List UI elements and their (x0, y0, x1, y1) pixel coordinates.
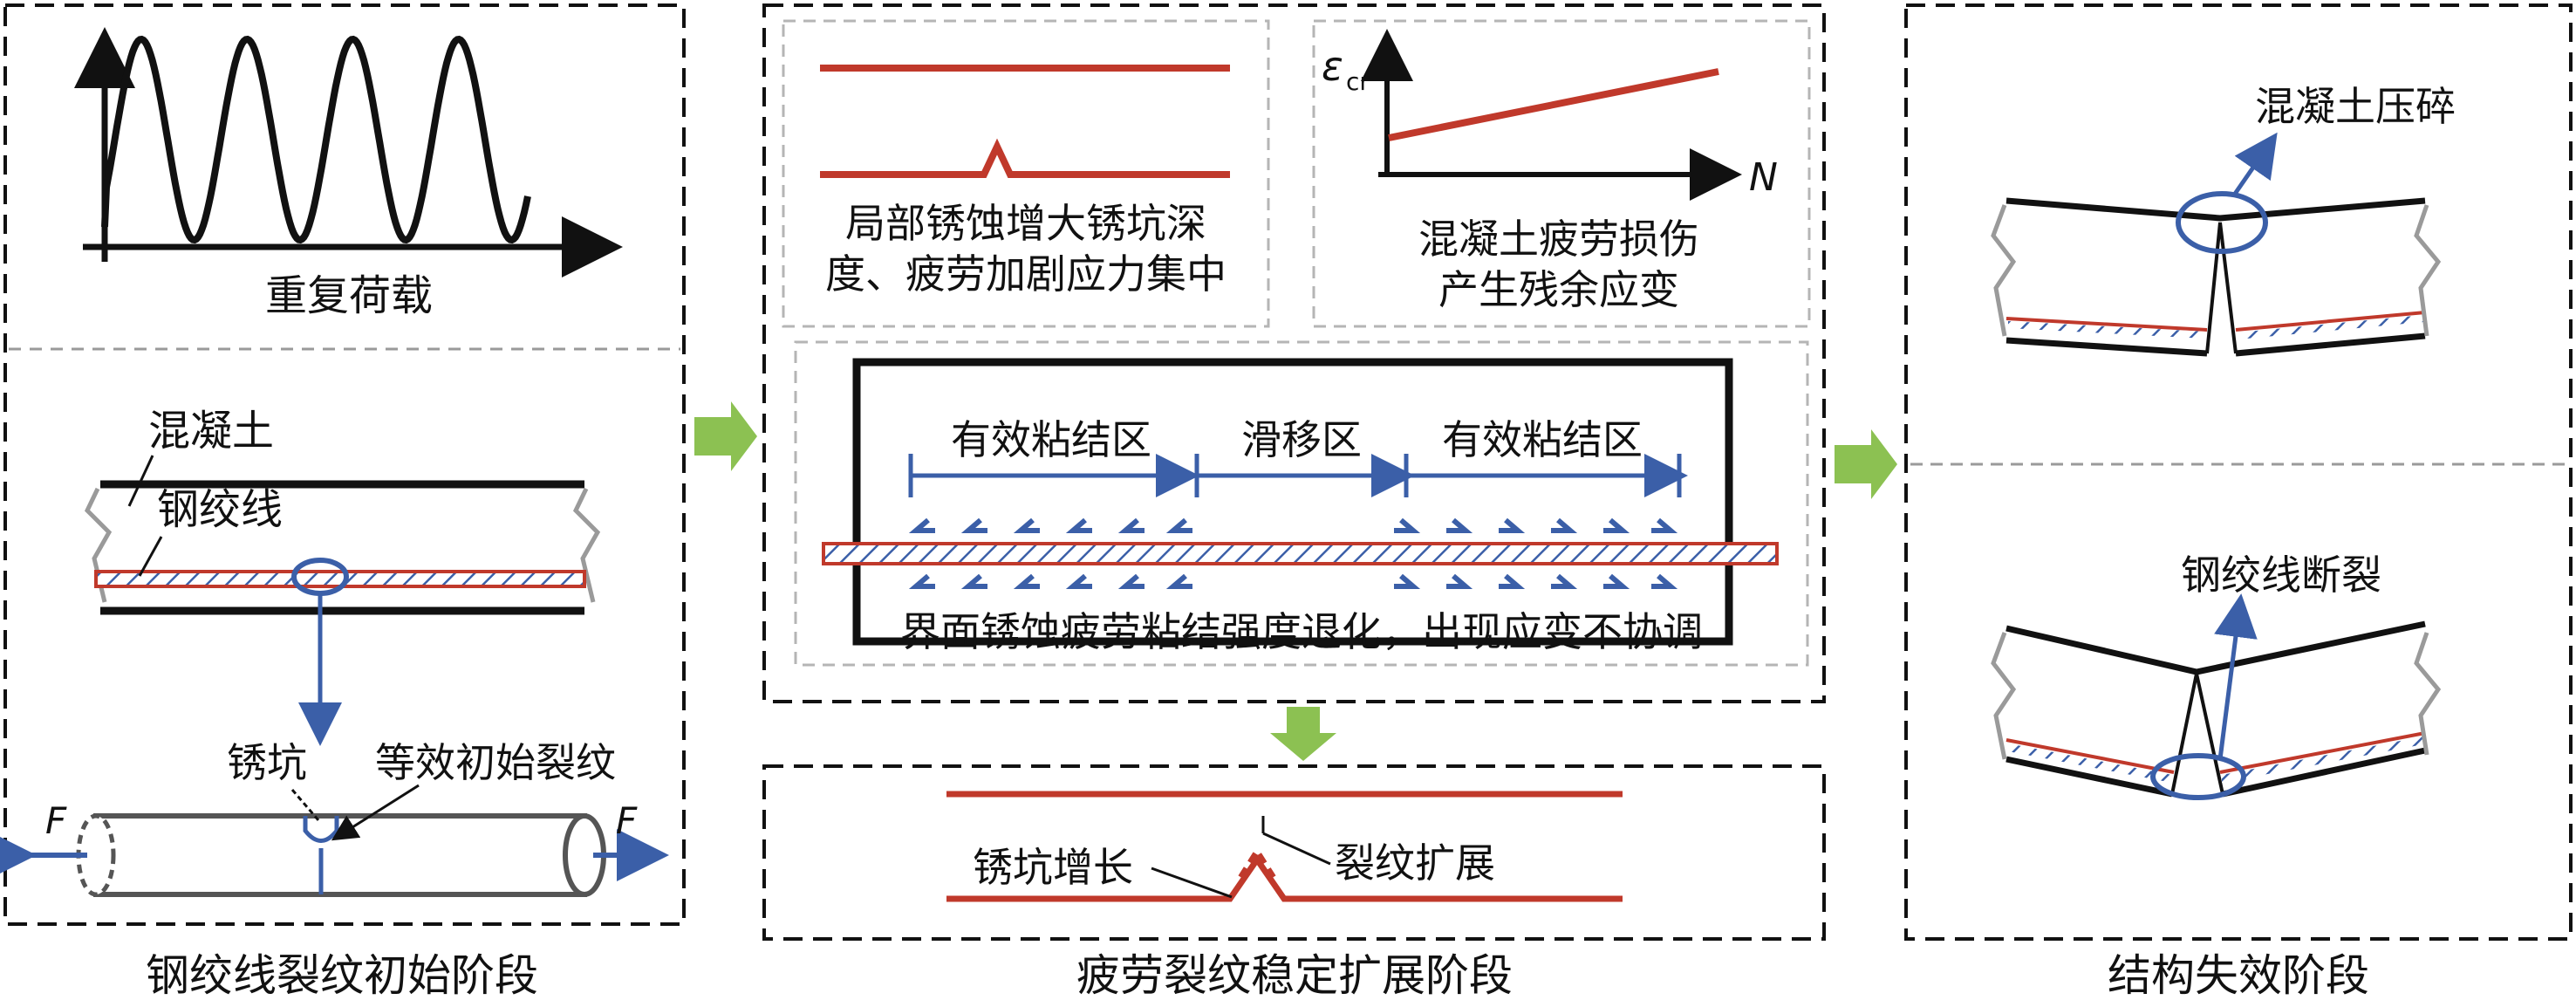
force-right-label: F (616, 799, 638, 842)
panel-stable-propagation: 局部锈蚀增大锈坑深 度、疲劳加剧应力集中 ε cr N 混凝土疲劳损伤 产生残余… (762, 3, 1826, 1001)
bond-mark-left-top (1165, 517, 1192, 533)
bond-mark-right-bottom (1446, 573, 1473, 589)
strain-axis-subscript: cr (1346, 67, 1370, 96)
force-left-label: F (45, 799, 67, 842)
bond-mark-right-top (1603, 517, 1630, 533)
bond-stress-marks (908, 517, 1678, 589)
pit-label: 锈坑 (227, 739, 307, 786)
concrete-crush-scenario: 混凝土压碎 (1991, 83, 2456, 357)
panel-structural-failure: 混凝土压碎 钢绞线断裂 结构失效阶段 (1904, 3, 2573, 1001)
bond-mark-right-top (1651, 517, 1678, 533)
fatigue-text-line1: 混凝土疲劳损伤 (1418, 216, 1699, 263)
concrete-label: 混凝土 (148, 407, 274, 456)
bond-mark-left-bottom (1013, 573, 1040, 589)
zone-mid-label: 滑移区 (1241, 416, 1362, 463)
pit-text-line2: 度、疲劳加剧应力集中 (825, 250, 1227, 298)
bond-mark-right-bottom (1551, 573, 1578, 589)
strand-label: 钢绞线 (157, 485, 283, 534)
flow-arrow-1 (694, 401, 757, 471)
bond-mark-right-bottom (1651, 573, 1678, 589)
pit-text-line1: 局部锈蚀增大锈坑深 (845, 200, 1206, 247)
strand-cylinder: F F 锈坑 等效初始裂纹 (0, 739, 669, 897)
bond-mark-left-bottom (960, 573, 987, 589)
flow-arrow-down (1270, 707, 1336, 761)
bond-mark-right-top (1394, 517, 1421, 533)
load-title: 重复荷载 (265, 271, 433, 320)
interface-strand (822, 542, 1779, 565)
bond-mark-right-top (1446, 517, 1473, 533)
beam-with-strand: 混凝土 钢绞线 (84, 407, 601, 746)
bond-mark-left-bottom (1065, 573, 1092, 589)
bond-mark-right-bottom (1603, 573, 1630, 589)
strand-fracture-scenario: 钢绞线断裂 (1991, 551, 2442, 800)
caption-crack-initiation: 钢绞线裂纹初始阶段 (146, 950, 538, 1001)
pit-growth-label: 锈坑增长 (973, 844, 1133, 891)
bond-mark-left-top (1065, 517, 1092, 533)
bond-mark-right-bottom (1499, 573, 1526, 589)
bond-mark-left-bottom (1117, 573, 1145, 589)
zone-left-label: 有效粘结区 (951, 416, 1151, 463)
bond-mark-left-bottom (908, 573, 935, 589)
cycles-axis-label: N (1749, 155, 1778, 200)
zone-right-label: 有效粘结区 (1442, 416, 1643, 463)
bond-mark-left-top (1013, 517, 1040, 533)
concrete-crush-label: 混凝土压碎 (2255, 83, 2456, 130)
panel-crack-initiation: 重复荷载 混凝土 钢绞线 F F 锈坑 (0, 3, 686, 1001)
bond-mark-left-top (960, 517, 987, 533)
crack-growth-label: 裂纹扩展 (1335, 839, 1495, 887)
bond-mark-left-bottom (1165, 573, 1192, 589)
bond-mark-right-bottom (1394, 573, 1421, 589)
strand-fracture-label: 钢绞线断裂 (2181, 551, 2381, 599)
initial-crack-label: 等效初始裂纹 (375, 739, 616, 786)
bond-mark-left-top (1117, 517, 1145, 533)
fatigue-text-line2: 产生残余应变 (1438, 266, 1679, 313)
bond-mark-left-top (908, 517, 935, 533)
flow-arrow-2 (1835, 429, 1897, 499)
bond-mark-right-top (1499, 517, 1526, 533)
interface-text: 界面锈蚀疲劳粘结强度退化，出现应变不协调 (900, 608, 1703, 655)
caption-stable-propagation: 疲劳裂纹稳定扩展阶段 (1076, 950, 1513, 1001)
repeated-load-curve: 重复荷载 (74, 27, 623, 320)
strain-axis-label: ε (1322, 43, 1343, 90)
caption-structural-failure: 结构失效阶段 (2108, 950, 2369, 1001)
bond-mark-right-top (1551, 517, 1578, 533)
